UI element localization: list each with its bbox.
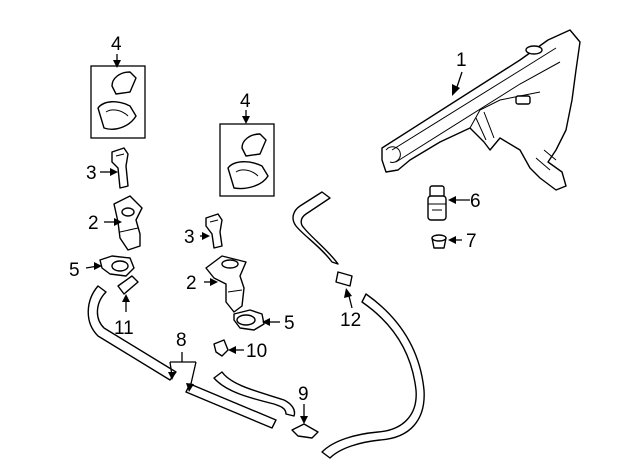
callout-5-left: 5 bbox=[69, 260, 80, 281]
hose-valve-9 bbox=[291, 423, 319, 439]
washer-cylinder-right bbox=[205, 255, 247, 313]
callout-8: 8 bbox=[176, 330, 187, 351]
headlamp-washer-cover-right bbox=[219, 123, 275, 197]
mounting-bracket-left bbox=[99, 255, 135, 277]
washer-nozzle-left bbox=[111, 147, 129, 189]
callout-2-right: 2 bbox=[186, 273, 197, 294]
hose-connector-12 bbox=[335, 271, 353, 287]
hoses bbox=[87, 191, 425, 459]
callout-2-left: 2 bbox=[88, 213, 99, 234]
callout-10: 10 bbox=[246, 341, 267, 362]
callout-3-right: 3 bbox=[184, 227, 195, 248]
callout-4-left: 4 bbox=[111, 34, 122, 55]
washer-pump bbox=[427, 185, 447, 221]
hose-connector-11 bbox=[117, 275, 139, 295]
mounting-bracket-right bbox=[233, 309, 265, 331]
callout-7: 7 bbox=[466, 231, 477, 252]
callout-6: 6 bbox=[470, 191, 481, 212]
callout-labels: 1 4 4 3 2 5 11 3 2 5 6 7 12 8 10 9 bbox=[69, 34, 481, 405]
headlamp-washer-cover-left bbox=[90, 65, 146, 139]
washer-reservoir bbox=[381, 29, 581, 191]
callout-5-right: 5 bbox=[284, 313, 295, 334]
leader-lines bbox=[85, 54, 470, 424]
callout-11: 11 bbox=[114, 318, 134, 339]
pump-grommet bbox=[431, 234, 447, 249]
callout-1: 1 bbox=[456, 50, 467, 71]
callout-4-right: 4 bbox=[240, 91, 251, 112]
callout-9: 9 bbox=[298, 384, 309, 405]
washer-nozzle-right bbox=[205, 213, 223, 249]
hose-elbow-10 bbox=[213, 339, 229, 357]
callout-3-left: 3 bbox=[86, 163, 97, 184]
callout-12: 12 bbox=[340, 310, 361, 331]
washer-cylinder-left bbox=[113, 195, 143, 251]
